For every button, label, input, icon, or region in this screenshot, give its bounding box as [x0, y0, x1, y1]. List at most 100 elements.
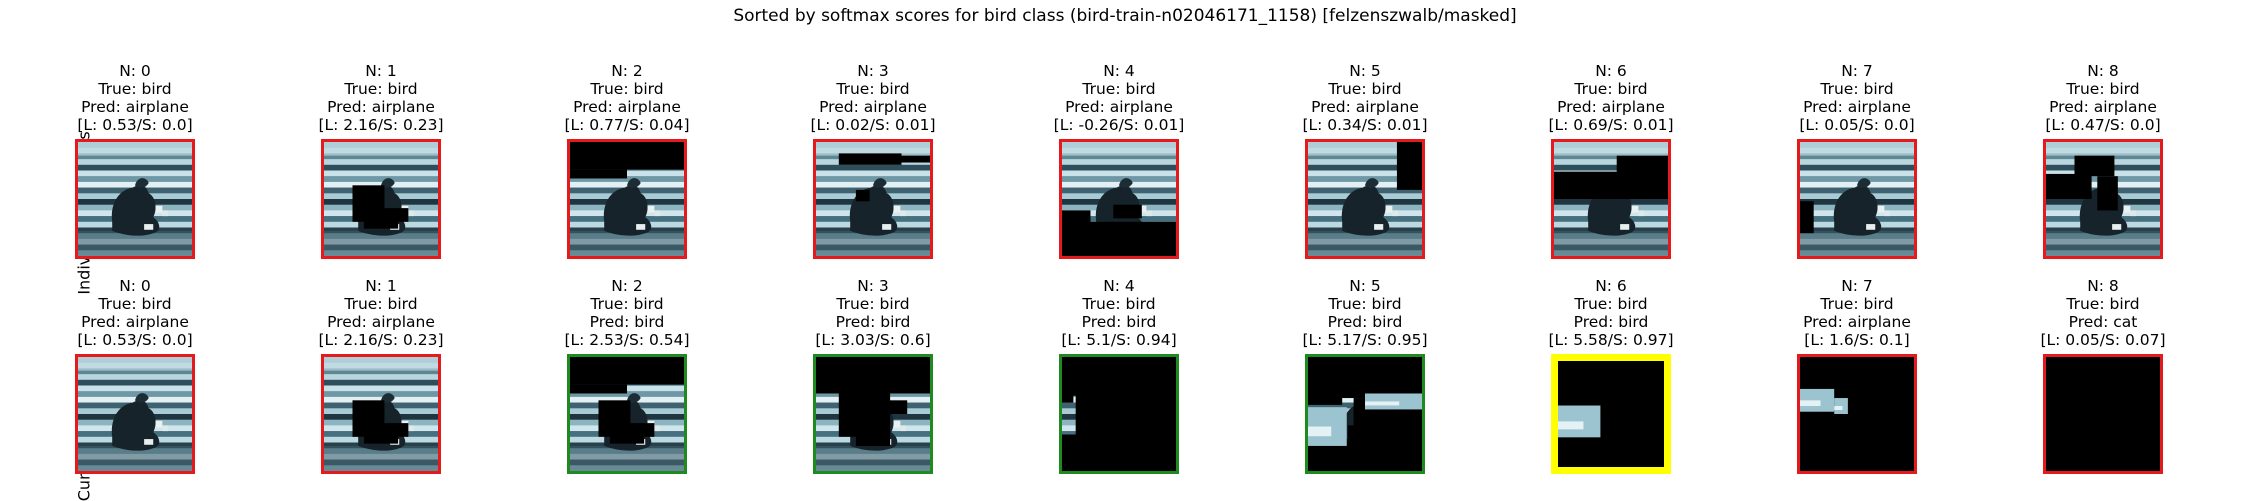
- panel-pred-label: Pred: airplane: [573, 98, 681, 116]
- panel-true-label: True: bird: [98, 80, 172, 98]
- panel-index-label: N: 3: [857, 277, 889, 295]
- panel-pred-label: Pred: cat: [2068, 313, 2138, 331]
- panel-index-label: N: 4: [1103, 62, 1135, 80]
- panel-scores-label: [L: 0.34/S: 0.01]: [1302, 116, 1428, 134]
- panel-index-label: N: 8: [2087, 62, 2119, 80]
- panel-image: [321, 354, 441, 474]
- mask-region: [352, 400, 385, 437]
- panel-pred-label: Pred: airplane: [2049, 98, 2157, 116]
- panel-scores-label: [L: 5.1/S: 0.94]: [1061, 331, 1177, 349]
- panel-index-label: N: 4: [1103, 277, 1135, 295]
- panel-true-label: True: bird: [2066, 80, 2140, 98]
- masked-bird-image: [1062, 142, 1176, 256]
- mask-region: [1396, 142, 1422, 190]
- mask-region: [570, 357, 684, 385]
- panel-true-label: True: bird: [344, 80, 418, 98]
- panel-image: [1305, 139, 1425, 259]
- panel-pred-label: Pred: airplane: [81, 98, 189, 116]
- mask-region: [570, 169, 627, 179]
- masked-bird-image: [1800, 357, 1914, 471]
- panel-scores-label: [L: 2.53/S: 0.54]: [564, 331, 690, 349]
- panel-pred-label: Pred: bird: [1327, 313, 1403, 331]
- panel-pred-label: Pred: airplane: [1803, 98, 1911, 116]
- panel-scores-label: [L: 1.6/S: 0.1]: [1804, 331, 1910, 349]
- panel-true-label: True: bird: [1328, 295, 1402, 313]
- mask-region: [1800, 357, 1914, 471]
- panel-scores-label: [L: 0.02/S: 0.01]: [810, 116, 936, 134]
- mask-region: [629, 423, 655, 437]
- panel-scores-label: [L: 2.16/S: 0.23]: [318, 331, 444, 349]
- panel-image: [813, 139, 933, 259]
- visible-fragment: [1834, 406, 1843, 411]
- panel-scores-label: [L: 0.77/S: 0.04]: [564, 116, 690, 134]
- panel-true-label: True: bird: [1820, 295, 1894, 313]
- panel-image: [813, 354, 933, 474]
- panel-scores-label: [L: -0.26/S: 0.01]: [1053, 116, 1185, 134]
- panel-pred-label: Pred: airplane: [81, 313, 189, 331]
- panel-index-label: N: 6: [1595, 62, 1627, 80]
- panel-pred-label: Pred: airplane: [327, 313, 435, 331]
- mask-region: [1062, 434, 1176, 471]
- panel-image: [321, 139, 441, 259]
- panel-pred-label: Pred: bird: [1573, 313, 1649, 331]
- panel-true-label: True: bird: [2066, 295, 2140, 313]
- panel-index-label: N: 7: [1841, 62, 1873, 80]
- panel-index-label: N: 2: [611, 277, 643, 295]
- panel-pred-label: Pred: airplane: [327, 98, 435, 116]
- mask-region: [570, 384, 627, 394]
- panel-image: [1059, 139, 1179, 259]
- panel-image: [75, 354, 195, 474]
- mask-region: [2074, 155, 2115, 177]
- panel-scores-label: [L: 0.69/S: 0.01]: [1548, 116, 1674, 134]
- panel-true-label: True: bird: [1574, 80, 1648, 98]
- panel-scores-label: [L: 0.05/S: 0.07]: [2040, 331, 2166, 349]
- mask-region: [383, 208, 409, 222]
- panel-pred-label: Pred: airplane: [1557, 98, 1665, 116]
- panel-pred-label: Pred: bird: [835, 313, 911, 331]
- panel-scores-label: [L: 5.17/S: 0.95]: [1302, 331, 1428, 349]
- panel-index-label: N: 8: [2087, 277, 2119, 295]
- visible-fragment: [1308, 407, 1347, 446]
- mask-region: [2097, 176, 2118, 211]
- panel-true-label: True: bird: [1820, 80, 1894, 98]
- masked-bird-image: [1308, 357, 1422, 471]
- masked-bird-image: [1558, 361, 1664, 467]
- masked-bird-image: [1554, 142, 1668, 256]
- masked-bird-image: [78, 142, 192, 256]
- mask-region: [838, 391, 891, 437]
- mask-region: [878, 155, 930, 163]
- masked-bird-image: [570, 357, 684, 471]
- panel-true-label: True: bird: [590, 80, 664, 98]
- panel-true-label: True: bird: [1574, 295, 1648, 313]
- mask-region: [838, 153, 902, 165]
- masked-bird-image: [2046, 142, 2160, 256]
- masked-bird-image: [1062, 357, 1176, 471]
- mask-region: [363, 219, 399, 229]
- panel-pred-label: Pred: airplane: [1311, 98, 1419, 116]
- mask-region: [570, 142, 684, 170]
- panel-scores-label: [L: 2.16/S: 0.23]: [318, 116, 444, 134]
- mask-region: [855, 189, 870, 202]
- mask-region: [1075, 391, 1176, 437]
- panel-index-label: N: 2: [611, 62, 643, 80]
- panel-index-label: N: 0: [119, 62, 151, 80]
- visible-fragment: [1558, 421, 1584, 430]
- panel-index-label: N: 0: [119, 277, 151, 295]
- mask-region: [609, 434, 645, 444]
- mask-region: [1308, 391, 1343, 405]
- visible-fragment: [1558, 405, 1601, 438]
- masked-bird-image: [78, 357, 192, 471]
- masked-bird-image: [324, 142, 438, 256]
- mask-region: [1616, 155, 1668, 199]
